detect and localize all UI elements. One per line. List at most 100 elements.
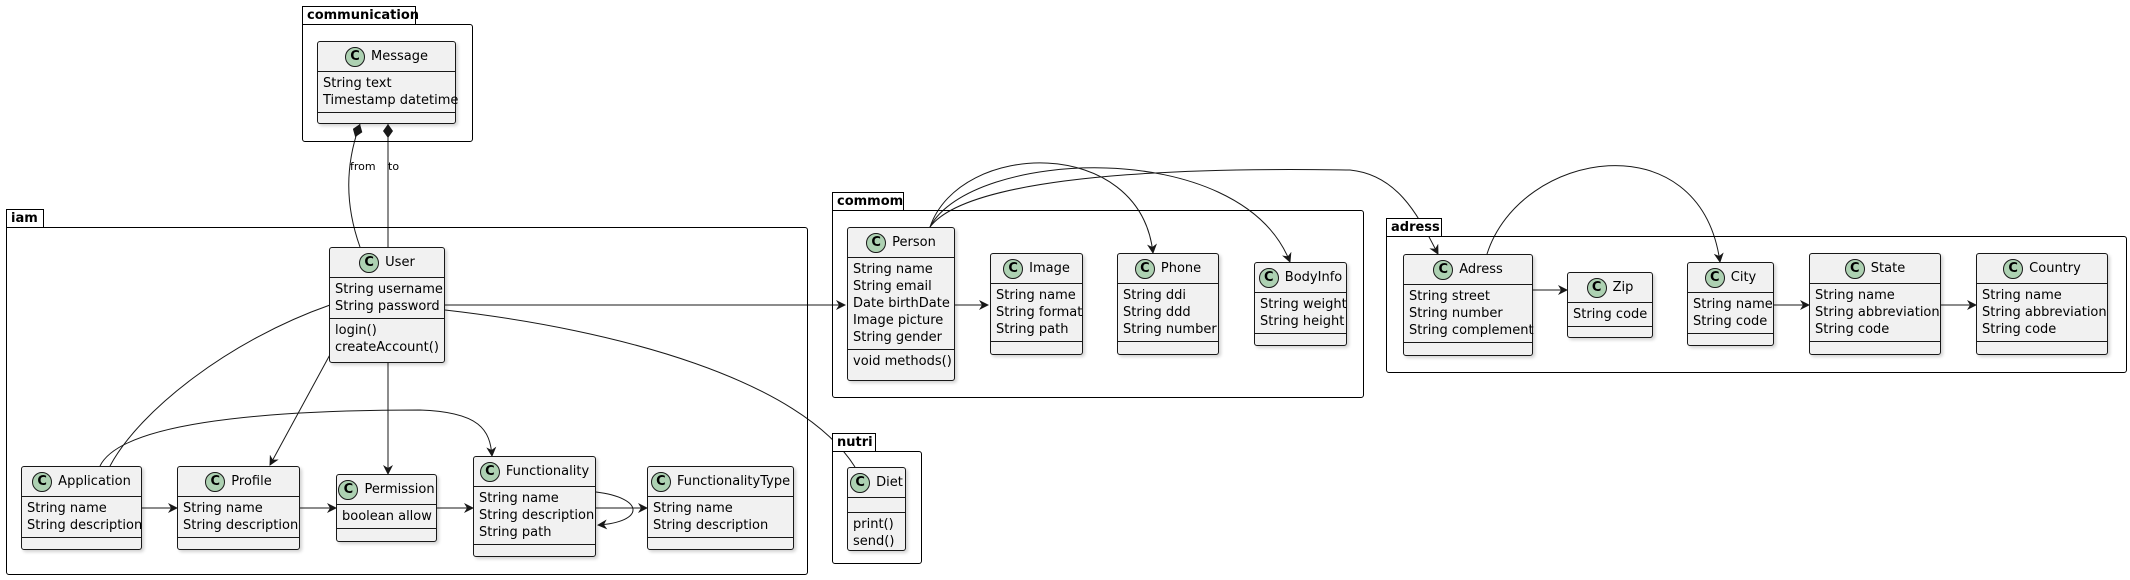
edge-message-user-from — [348, 123, 363, 248]
package-adress: adress — [1386, 218, 2127, 373]
attribute: String street — [1409, 289, 1490, 304]
class-name: Zip — [1612, 280, 1634, 295]
attribute: String description — [27, 518, 143, 533]
class-c-icon: C — [1134, 258, 1155, 279]
class-name: State — [1870, 261, 1906, 276]
attribute: String format — [996, 305, 1083, 320]
attribute: String number — [1409, 306, 1503, 321]
edge-adress-city — [1486, 165, 1724, 263]
class-name: Functionality — [505, 464, 590, 479]
attribute: String name — [27, 501, 107, 516]
class-c-icon: C — [359, 252, 380, 273]
class-permission[interactable]: C Permission boolean allow — [336, 474, 437, 542]
class-c-icon: C — [1704, 267, 1725, 288]
edge-person-bodyinfo — [929, 167, 1292, 263]
edge-user-diet — [444, 309, 856, 468]
attribute: String number — [1123, 322, 1217, 337]
attribute: String text — [323, 76, 392, 91]
attribute: String gender — [853, 330, 943, 345]
method: send() — [853, 534, 895, 549]
package-communication: communication — [302, 6, 473, 142]
method: login() — [335, 323, 377, 338]
class-zip[interactable]: C Zip String code — [1567, 272, 1653, 338]
class-name: BodyInfo — [1284, 270, 1343, 285]
class-c-icon: C — [1844, 258, 1865, 279]
class-name: Phone — [1160, 261, 1202, 276]
class-name: City — [1730, 270, 1757, 285]
attribute: String code — [1573, 307, 1648, 322]
attribute: String description — [183, 518, 299, 533]
class-name: Person — [892, 235, 936, 250]
attribute: String username — [335, 282, 443, 297]
attribute: String description — [653, 518, 769, 533]
package-iam-label: iam — [6, 209, 44, 227]
attribute: String abbreviation — [1982, 305, 2107, 320]
attribute: Timestamp datetime — [323, 93, 459, 108]
method: createAccount() — [335, 340, 439, 355]
attribute: String name — [996, 288, 1076, 303]
class-c-icon: C — [1586, 277, 1607, 298]
class-c-icon: C — [479, 461, 500, 482]
attribute: String name — [1815, 288, 1895, 303]
class-c-icon: C — [2003, 258, 2024, 279]
attribute: String email — [853, 279, 932, 294]
package-commom: commom — [832, 192, 1364, 398]
package-nutri-label: nutri — [832, 433, 876, 451]
attribute: String name — [1982, 288, 2062, 303]
attribute: String height — [1260, 314, 1345, 329]
attribute: String code — [1693, 314, 1768, 329]
attribute: String ddd — [1123, 305, 1191, 320]
class-c-icon: C — [1003, 258, 1024, 279]
method: void methods() — [853, 354, 952, 369]
class-name: Message — [371, 49, 428, 64]
class-c-icon: C — [338, 479, 359, 500]
attribute: String path — [996, 322, 1069, 337]
package-nutri: nutri — [832, 433, 922, 564]
class-c-icon: C — [1258, 267, 1279, 288]
attribute: String name — [653, 501, 733, 516]
attribute: String code — [1815, 322, 1890, 337]
class-name: FunctionalityType — [676, 474, 791, 489]
attribute: String name — [853, 262, 933, 277]
class-c-icon: C — [205, 471, 226, 492]
attribute: String name — [1693, 297, 1773, 312]
edge-functionality-self — [595, 491, 634, 530]
attribute: String description — [479, 508, 595, 523]
edge-person-phone — [929, 162, 1157, 254]
attribute: String name — [183, 501, 263, 516]
method: print() — [853, 517, 894, 532]
class-c-icon: C — [850, 472, 871, 493]
attribute: String code — [1982, 322, 2057, 337]
class-name: Permission — [364, 482, 435, 497]
edge-label-to: to — [388, 160, 400, 173]
attribute: boolean allow — [342, 509, 432, 524]
package-iam: iam — [6, 209, 808, 575]
class-name: Image — [1029, 261, 1070, 276]
package-communication-label: communication — [302, 6, 419, 24]
attribute: String abbreviation — [1815, 305, 1940, 320]
attribute: String ddi — [1123, 288, 1187, 303]
class-name: Application — [58, 474, 131, 489]
class-name: Profile — [231, 474, 272, 489]
class-name: Adress — [1459, 262, 1503, 277]
class-c-icon: C — [32, 471, 53, 492]
attribute: Date birthDate — [853, 296, 950, 311]
class-c-icon: C — [345, 46, 365, 67]
